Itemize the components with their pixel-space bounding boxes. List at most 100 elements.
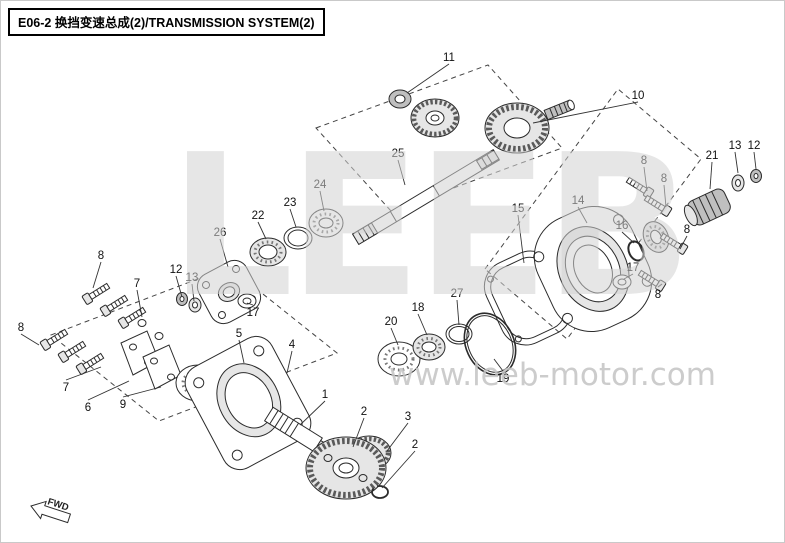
part-24-bearing (308, 208, 344, 238)
callout-label-17: 17 (627, 262, 640, 274)
callout-leader-line (175, 275, 183, 298)
callout-label-8: 8 (641, 155, 647, 167)
callout-label-7: 7 (134, 278, 140, 290)
part-13-washer-right (731, 174, 745, 192)
callout-leader-line (709, 161, 713, 190)
callout-leader-line (87, 380, 130, 401)
part-25-main-shaft (351, 148, 501, 246)
part-19-o-ring (463, 312, 517, 376)
callout-leader-line (238, 339, 245, 364)
part-13-washer-left (188, 297, 202, 313)
callout-label-17: 17 (247, 307, 260, 319)
callout-label-13: 13 (186, 272, 199, 284)
callout-label-22: 22 (252, 210, 265, 222)
part-2-3-gear-set (305, 435, 392, 500)
callout-label-12: 12 (748, 140, 761, 152)
callout-leader-line (623, 273, 634, 280)
callout-label-26: 26 (214, 227, 227, 239)
callout-label-11: 11 (443, 52, 455, 64)
callout-leader-line (286, 350, 293, 374)
callout-label-20: 20 (385, 316, 398, 328)
callout-label-8: 8 (655, 289, 661, 301)
callout-label-12: 12 (170, 264, 183, 276)
callout-label-16: 16 (616, 220, 629, 232)
callout-leader-line (657, 283, 663, 288)
callout-leader-line (643, 166, 648, 192)
part-21-splined-sleeve (683, 188, 731, 227)
callout-leader-line (390, 327, 399, 346)
callout-leader-line (319, 190, 325, 212)
part-20-bearing (377, 341, 421, 377)
callout-leader-line (734, 151, 739, 174)
callout-leader-line (406, 63, 450, 94)
callout-label-6: 6 (85, 402, 91, 414)
part-4-5-bearing-housing (184, 335, 312, 471)
callout-label-8: 8 (18, 322, 24, 334)
part-27-ring (445, 323, 473, 345)
callout-leader-line (136, 289, 143, 318)
callout-label-13: 13 (729, 140, 742, 152)
callout-leader-line (456, 299, 460, 326)
part-driven-gear-upper (410, 98, 460, 138)
callout-leader-line (577, 206, 588, 224)
callout-leader-line (679, 235, 688, 250)
part-17-collar-left (237, 293, 257, 309)
part-18-bearing (412, 333, 446, 361)
callout-leader-line (191, 283, 195, 302)
callout-leader-line (517, 214, 525, 264)
part-22-bearing (249, 237, 287, 267)
callout-leader-line (381, 450, 416, 489)
callout-label-5: 5 (236, 328, 242, 340)
part-11-spacer-ring (388, 89, 412, 109)
page-title: E06-2 换挡变速总成(2)/TRANSMISSION SYSTEM(2) (8, 8, 325, 36)
callout-leader-line (289, 208, 297, 228)
part-bearing-right (642, 221, 670, 253)
callout-label-14: 14 (572, 195, 585, 207)
callout-leader-line (621, 231, 635, 244)
part-23-snap-ring (283, 226, 313, 250)
part-12-nut-right (750, 169, 762, 183)
callout-leader-line (532, 101, 639, 124)
callout-label-2: 2 (412, 439, 418, 451)
part-14-side-cover (533, 205, 653, 333)
callout-label-8: 8 (98, 250, 104, 262)
callout-label-15: 15 (512, 203, 525, 215)
callout-label-24: 24 (314, 179, 327, 191)
callout-leader-line (663, 184, 667, 208)
part-10-bevel-gear (484, 99, 575, 154)
callout-label-3: 3 (405, 411, 411, 423)
callout-leader-line (753, 151, 757, 170)
callout-leader-line (493, 358, 504, 372)
callout-label-4: 4 (289, 339, 296, 351)
callout-label-10: 10 (632, 90, 645, 102)
callout-leader-line (417, 313, 428, 336)
callout-label-9: 9 (120, 399, 126, 411)
part-12-nut-left (176, 292, 188, 306)
callout-leader-line (352, 417, 365, 448)
callout-label-27: 27 (451, 288, 464, 300)
callout-leader-line (219, 238, 229, 268)
part-17-collar-right (612, 274, 632, 290)
callout-label-2: 2 (361, 406, 367, 418)
callout-leader-line (397, 159, 406, 186)
callout-leader-line (122, 386, 162, 398)
callout-label-25: 25 (392, 148, 405, 160)
part-16-snap-ring (627, 240, 645, 262)
callout-leader-line (257, 221, 267, 240)
dashed-group-boundaries (50, 64, 702, 422)
callout-leader-line (92, 261, 102, 289)
callout-label-7: 7 (63, 382, 69, 394)
callout-label-21: 21 (706, 150, 719, 162)
callout-label-18: 18 (412, 302, 425, 314)
callout-label-23: 23 (284, 197, 297, 209)
callout-label-19: 19 (497, 373, 510, 385)
callout-leader-line (65, 366, 102, 381)
part-2-circlip (371, 485, 389, 499)
callout-leader-line (20, 333, 40, 346)
callout-leader-line (299, 400, 326, 426)
callout-label-1: 1 (322, 389, 328, 401)
fwd-arrow: FWD (30, 496, 72, 524)
